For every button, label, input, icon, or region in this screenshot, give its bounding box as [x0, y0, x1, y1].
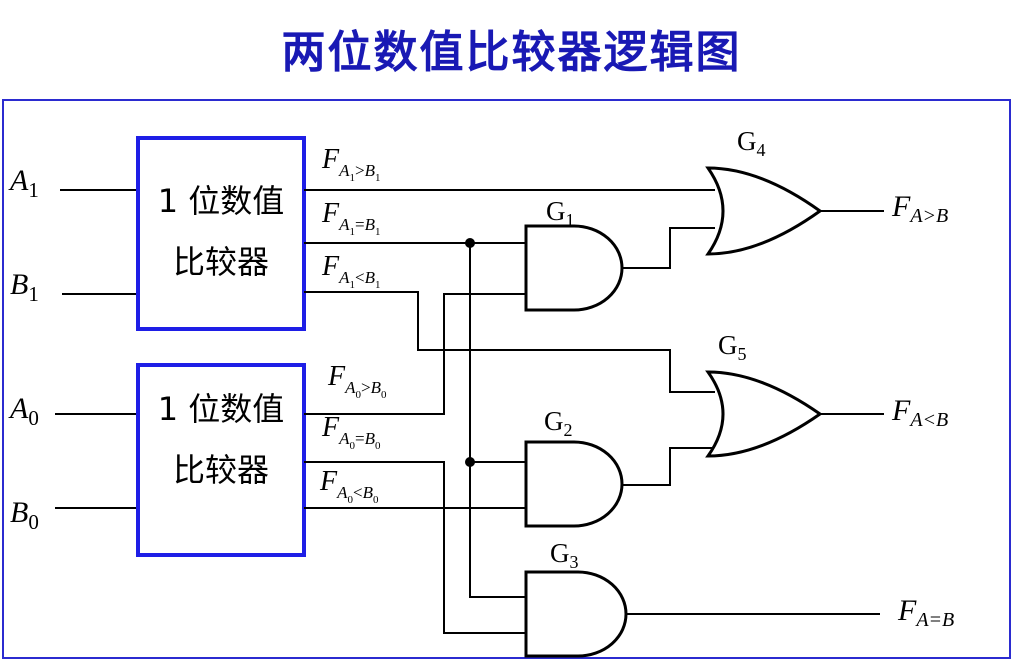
label-s0-gt: FA0>B0	[327, 361, 387, 401]
junction-dot-2	[465, 457, 475, 467]
comparator-1-line2: 比较器	[173, 243, 269, 281]
label-g2: G2	[544, 406, 573, 440]
and-gate-g1	[524, 224, 624, 312]
wire-eq-bus	[469, 243, 526, 598]
comparator-box-0	[136, 363, 306, 557]
wire-g1-to-g4	[622, 227, 715, 269]
comparator-0-line2: 比较器	[173, 451, 269, 489]
label-s1-gt: FA1>B1	[321, 144, 380, 184]
label-g5: G5	[718, 330, 747, 364]
and-gate-g2	[524, 440, 624, 528]
label-out-eq: FA=B	[897, 594, 954, 631]
label-out-lt: FA<B	[891, 394, 948, 431]
or-gate-g4	[705, 166, 823, 256]
label-g1: G1	[546, 196, 575, 230]
diagram-frame	[2, 99, 1011, 659]
label-out-gt: FA>B	[891, 190, 948, 227]
label-g3: G3	[550, 538, 579, 572]
comparator-box-1	[136, 136, 306, 331]
label-g4: G4	[737, 126, 766, 160]
wire-s0-gt	[304, 293, 526, 415]
page-title: 两位数值比较器逻辑图	[281, 27, 742, 78]
label-s1-eq: FA1=B1	[321, 198, 380, 238]
wire-g2-to-g5	[622, 447, 715, 486]
and-gate-g3	[524, 570, 628, 658]
label-b0: B0	[10, 496, 39, 534]
label-s1-lt: FA1<B1	[321, 251, 380, 291]
wire-s1-lt	[304, 291, 715, 393]
label-a0: A0	[8, 392, 39, 430]
label-s0-eq: FA0=B0	[321, 412, 381, 452]
label-a1: A1	[8, 164, 39, 202]
junction-dot-1	[465, 238, 475, 248]
comparator-0-line1: 1 位数值	[158, 390, 285, 428]
comparator-1-line1: 1 位数值	[158, 182, 285, 220]
label-s0-lt: FA0<B0	[319, 466, 379, 506]
wire-s0-eq	[304, 461, 526, 634]
or-gate-g5	[705, 370, 823, 458]
label-b1: B1	[10, 268, 39, 306]
